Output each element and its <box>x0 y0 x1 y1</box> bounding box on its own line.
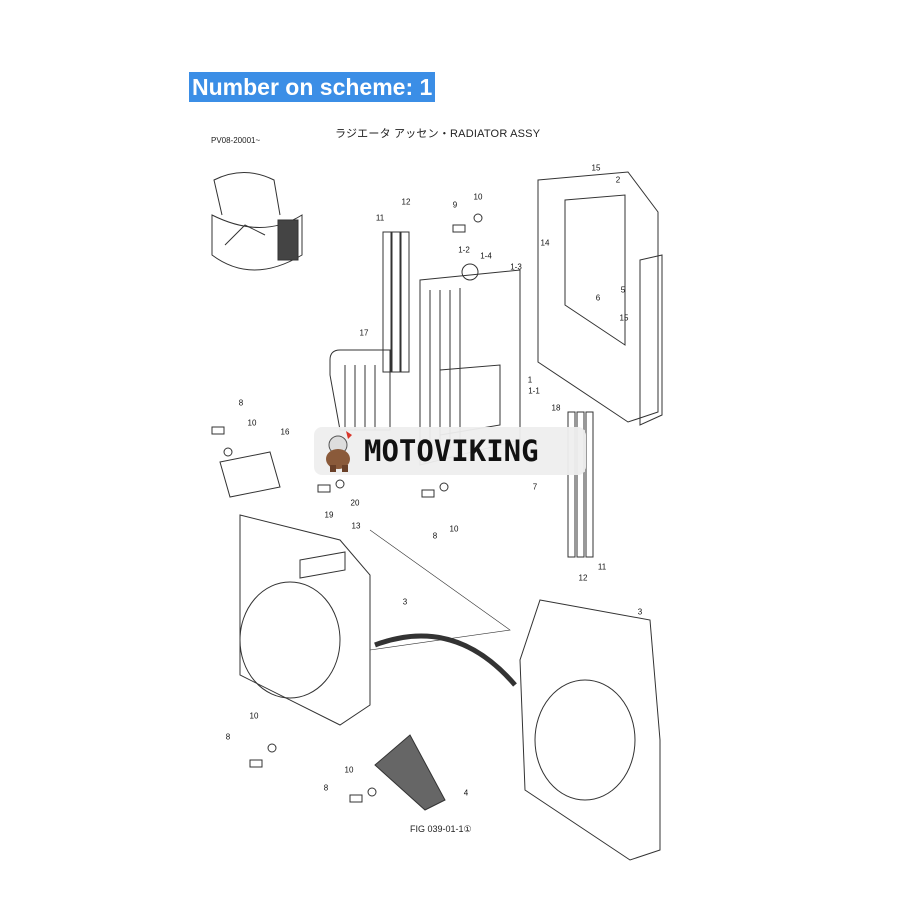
callout: 7 <box>532 482 538 492</box>
callout: 11 <box>375 213 385 223</box>
callout: 8 <box>323 783 329 793</box>
callout: 18 <box>551 403 561 413</box>
callout: 15 <box>619 313 629 323</box>
callout: 8 <box>238 398 244 408</box>
callout: 5 <box>620 285 626 295</box>
fan-shroud-right <box>519 599 661 861</box>
callout: 20 <box>350 498 360 508</box>
callout: 13 <box>351 521 361 531</box>
callout: 3 <box>402 597 408 607</box>
callout: 19 <box>324 510 334 520</box>
callout: 1-2 <box>458 245 470 255</box>
assembly-arrow <box>374 633 517 687</box>
diagram-title: ラジエータ アッセン・RADIATOR ASSY <box>335 128 541 140</box>
callout: 10 <box>249 711 259 721</box>
callout: 17 <box>359 328 369 338</box>
fan-shroud-left <box>239 514 371 726</box>
callout: 1-4 <box>480 251 492 261</box>
callout: 10 <box>247 418 257 428</box>
oil-cooler <box>329 349 391 431</box>
callout: 4 <box>463 788 469 798</box>
viking-logo-icon <box>326 431 352 472</box>
radiator-frame <box>537 171 663 426</box>
callout: 11 <box>597 562 607 572</box>
callout: 1 <box>527 375 533 385</box>
callout: 1-3 <box>510 262 522 272</box>
seal-strips <box>382 231 594 558</box>
callout: 8 <box>225 732 231 742</box>
callout: 9 <box>452 200 458 210</box>
callout: 12 <box>401 197 411 207</box>
callout: 6 <box>595 293 601 303</box>
scheme-number-label: Number on scheme: 1 <box>189 72 436 102</box>
cover-plate <box>219 451 281 498</box>
watermark: MOTOVIKING <box>314 427 586 475</box>
callout: 15 <box>591 163 601 173</box>
callout: 3 <box>637 607 643 617</box>
machine-thumbnail <box>211 172 303 271</box>
watermark-text: MOTOVIKING <box>364 434 539 468</box>
fan-guard <box>374 734 446 811</box>
callout: 10 <box>473 192 483 202</box>
callout: 1-1 <box>528 386 540 396</box>
bolts <box>211 213 483 803</box>
callout: 16 <box>280 427 290 437</box>
callout: 12 <box>578 573 588 583</box>
callout: 10 <box>449 524 459 534</box>
callout: 10 <box>344 765 354 775</box>
callout: 2 <box>615 175 621 185</box>
figure-number: FIG 039-01-1① <box>410 824 472 834</box>
callout: 14 <box>540 238 550 248</box>
callout: 8 <box>432 531 438 541</box>
serial-range: PV08-20001~ <box>211 136 261 145</box>
